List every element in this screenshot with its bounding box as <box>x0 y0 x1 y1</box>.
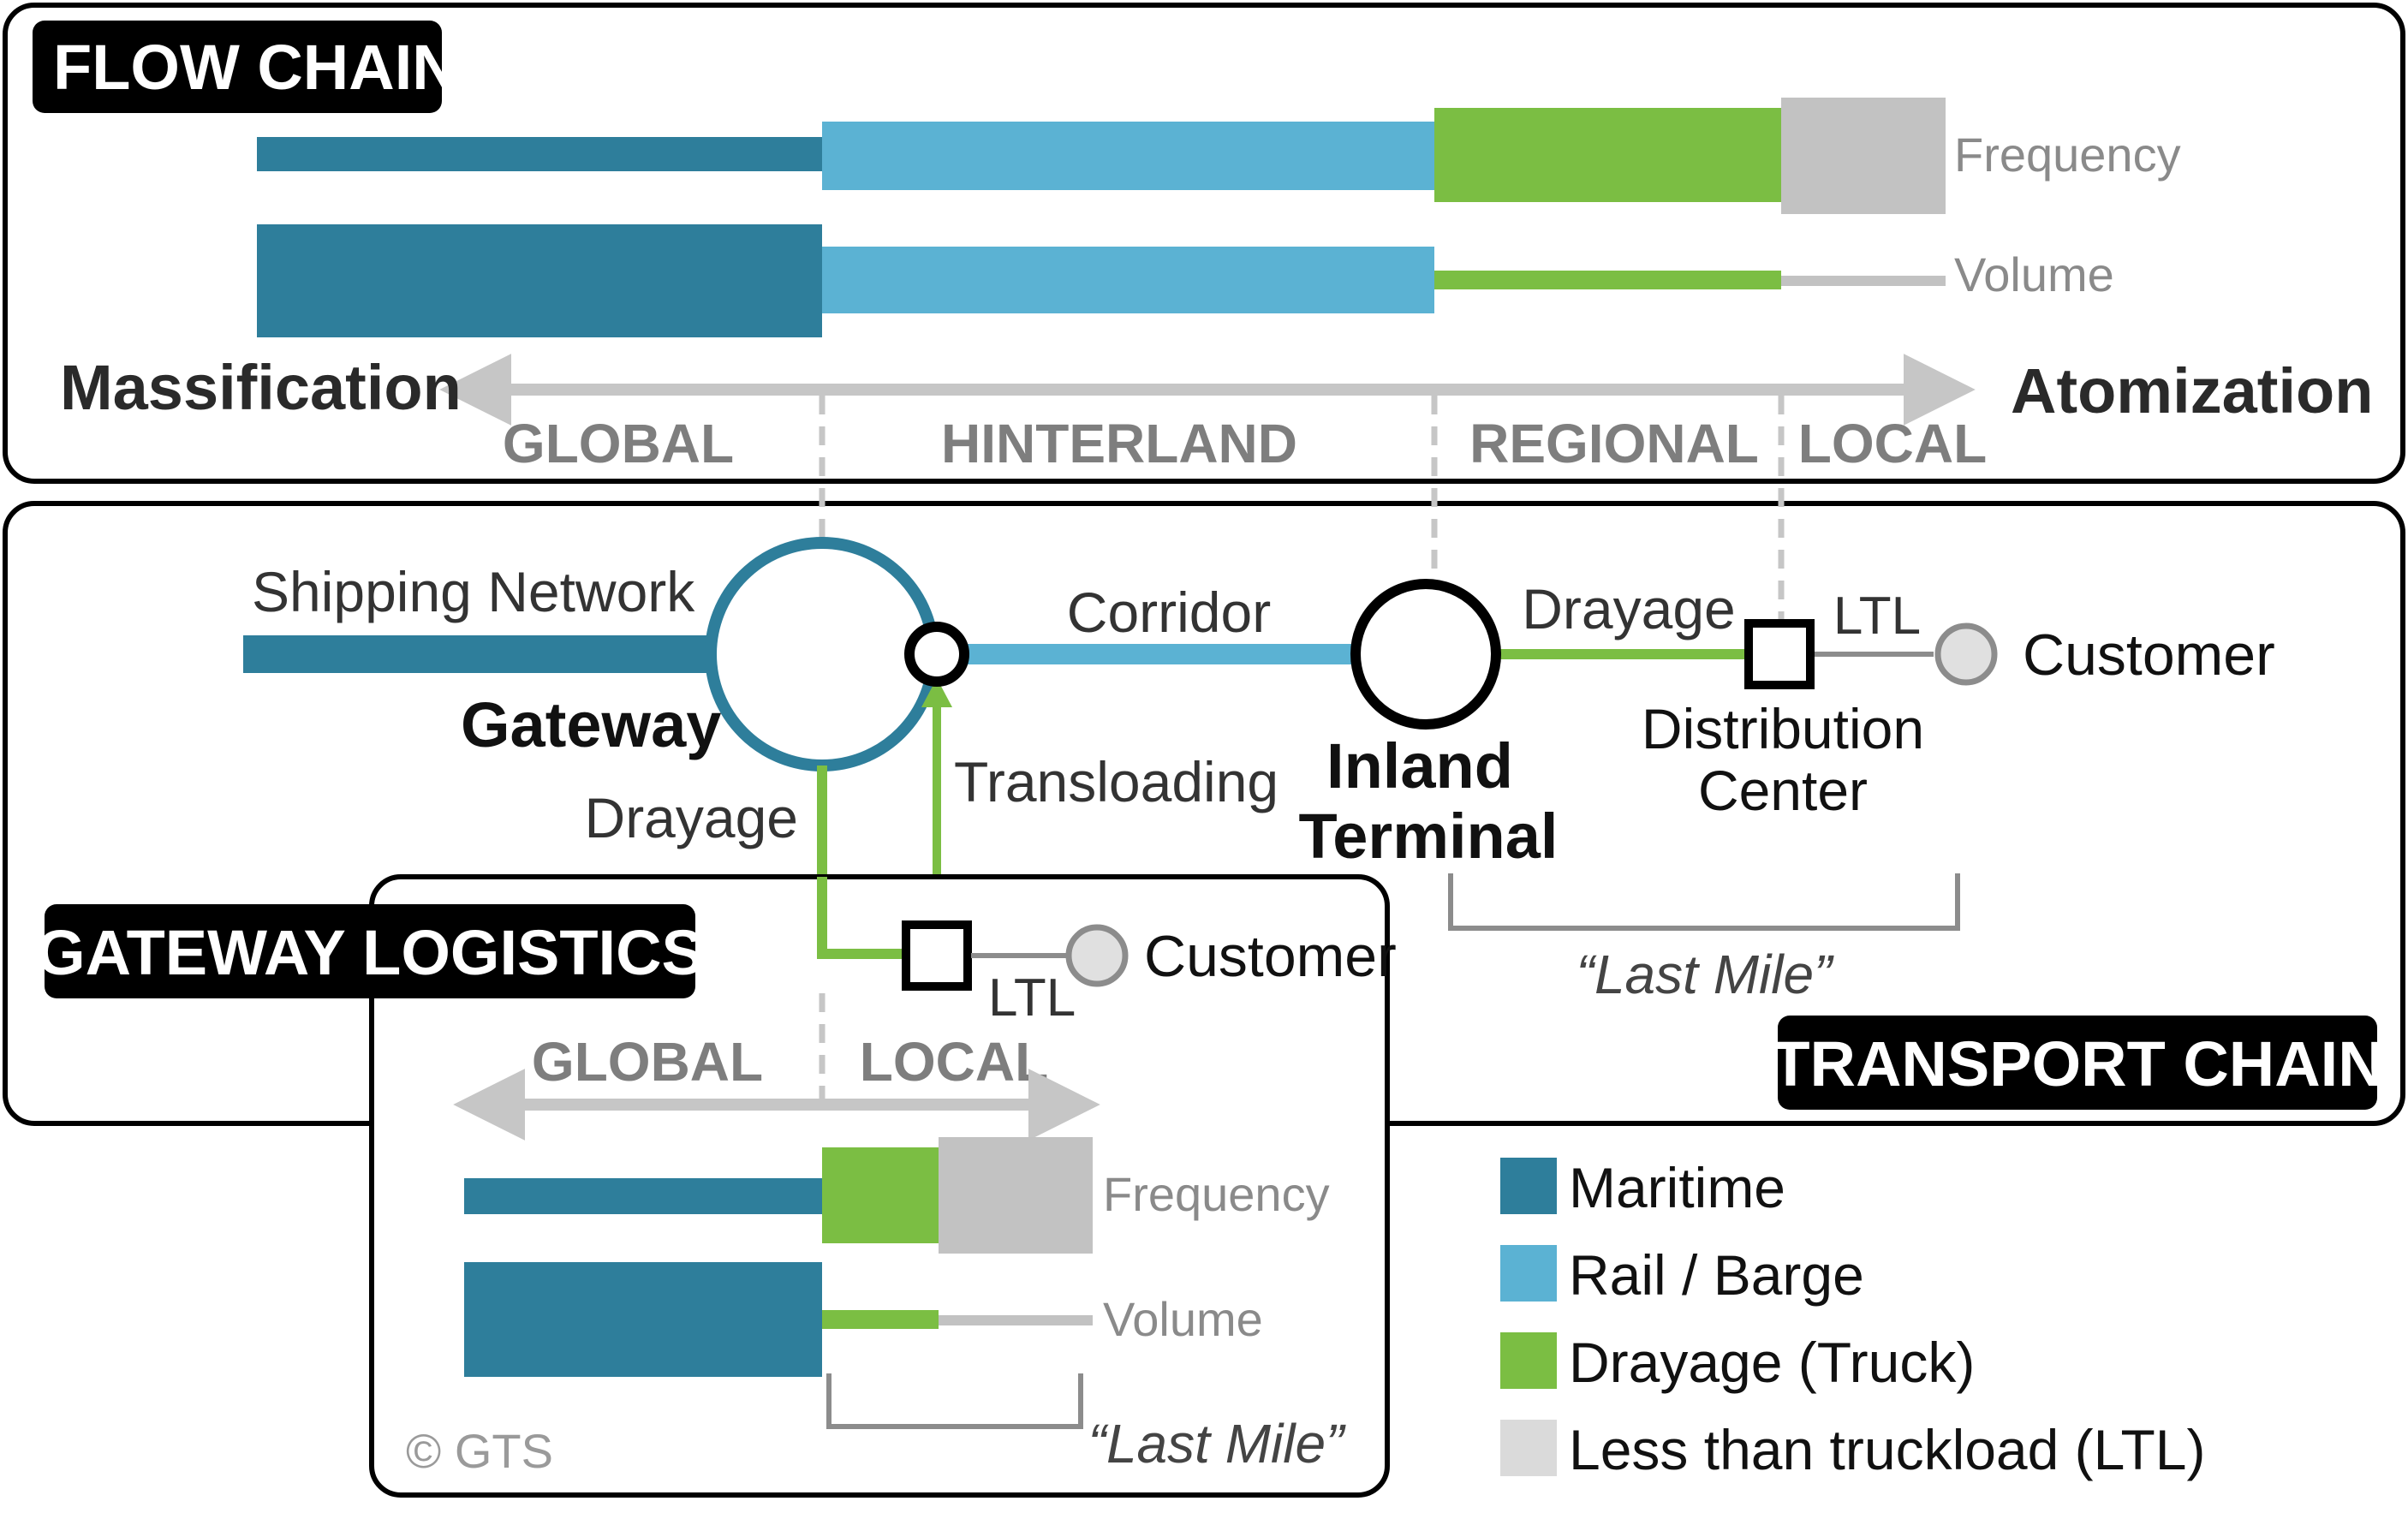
gateway-frequency-bar-drayage <box>822 1147 939 1243</box>
gateway-ltl-link <box>971 953 1067 958</box>
flow-chain-title: FLOW CHAIN <box>53 32 458 103</box>
gateway-label: Gateway <box>461 689 721 760</box>
transloading-label: Transloading <box>954 750 1279 813</box>
gateway-volume-bar-drayage <box>822 1310 939 1329</box>
volume-bar-rail <box>822 247 1434 313</box>
ltl-top-label: LTL <box>1833 587 1921 646</box>
gateway-drayage-continuation <box>817 877 827 959</box>
frequency-bar-ltl <box>1781 98 1946 214</box>
flow-chain-title-badge <box>33 21 442 113</box>
volume-bar-ltl <box>1781 276 1946 286</box>
customer-top-label: Customer <box>2023 622 2275 688</box>
legend: Maritime Rail / Barge Drayage (Truck) Le… <box>1500 1156 2205 1481</box>
volume-label: Volume <box>1954 247 2114 301</box>
legend-swatch-drayage <box>1500 1332 1557 1389</box>
transport-chain-title-badge <box>1778 1016 2377 1110</box>
shipping-network-label: Shipping Network <box>252 560 695 623</box>
inland-terminal-line1: Inland <box>1326 730 1513 801</box>
zone-local: LOCAL <box>1798 413 1987 474</box>
copyright-text: © GTS <box>406 1424 553 1478</box>
last-mile-label-top: “Last Mile” <box>1577 944 1834 1005</box>
shipping-network-link <box>243 635 719 673</box>
distribution-center-line2: Center <box>1698 759 1868 822</box>
gateway-zone-local: LOCAL <box>860 1031 1048 1093</box>
drayage-top-label: Drayage <box>1522 577 1735 640</box>
legend-label-ltl: Less than truckload (LTL) <box>1569 1418 2205 1481</box>
frequency-bar-drayage <box>1434 108 1781 202</box>
gateway-drayage-horizontal <box>817 949 903 959</box>
gateway-frequency-bar-maritime <box>464 1178 822 1214</box>
customer-node-top <box>1934 622 1998 686</box>
legend-swatch-maritime <box>1500 1158 1557 1214</box>
gateway-node <box>705 537 939 771</box>
ltl-link-top <box>1814 652 1934 657</box>
legend-label-maritime: Maritime <box>1569 1156 1785 1219</box>
gateway-volume-bar-maritime <box>464 1262 822 1377</box>
corridor-link <box>942 644 1366 664</box>
gateway-logistics-panel: LTL Customer GLOBAL LOCAL Frequency Volu… <box>369 874 1397 1498</box>
gateway-logistics-title-badge <box>45 904 695 998</box>
legend-swatch-rail <box>1500 1245 1557 1302</box>
transport-chain-title: TRANSPORT CHAIN <box>1771 1028 2383 1099</box>
zone-global: GLOBAL <box>503 413 734 474</box>
gateway-zone-global: GLOBAL <box>532 1031 763 1093</box>
legend-label-rail: Rail / Barge <box>1569 1243 1864 1307</box>
frequency-bar-maritime <box>257 137 822 171</box>
frequency-label: Frequency <box>1954 128 2181 182</box>
frequency-bar-rail <box>822 122 1434 190</box>
gateway-distribution-node <box>902 920 972 991</box>
customer-bottom-label: Customer <box>1144 924 1397 989</box>
gateway-frequency-label: Frequency <box>1103 1167 1330 1221</box>
volume-bar-drayage <box>1434 271 1781 289</box>
last-mile-bracket-top <box>1448 873 1960 931</box>
atomization-label: Atomization <box>2011 355 2373 426</box>
gateway-volume-bar-ltl <box>939 1315 1093 1325</box>
inland-terminal-line2: Terminal <box>1299 801 1559 872</box>
inland-terminal-node <box>1350 579 1501 730</box>
drayage-link-top <box>1494 649 1751 659</box>
gateway-frequency-bar-ltl <box>939 1137 1093 1254</box>
last-mile-label-bottom: “Last Mile” <box>1088 1413 1346 1474</box>
gateway-volume-label: Volume <box>1103 1292 1263 1346</box>
volume-bar-maritime <box>257 224 822 337</box>
legend-swatch-ltl <box>1500 1420 1557 1476</box>
transload-node <box>904 622 969 687</box>
corridor-label: Corridor <box>1067 581 1271 644</box>
zone-hinterland: HINTERLAND <box>941 413 1297 474</box>
distribution-center-line1: Distribution <box>1642 697 1924 760</box>
transloading-arrowhead <box>921 678 952 707</box>
gateway-ltl-label: LTL <box>988 968 1076 1028</box>
massification-label: Massification <box>60 352 462 423</box>
customer-node-bottom <box>1065 924 1129 987</box>
drayage-left-label: Drayage <box>585 786 798 849</box>
zone-regional: REGIONAL <box>1469 413 1759 474</box>
legend-label-drayage: Drayage (Truck) <box>1569 1331 1975 1394</box>
gateway-logistics-title: GATEWAY LOGISTICS <box>36 917 704 988</box>
flow-chain-panel: FLOW CHAIN Frequency Volume Massificatio… <box>3 3 2405 484</box>
distribution-center-node <box>1744 619 1815 689</box>
last-mile-bracket-bottom <box>826 1373 1083 1429</box>
